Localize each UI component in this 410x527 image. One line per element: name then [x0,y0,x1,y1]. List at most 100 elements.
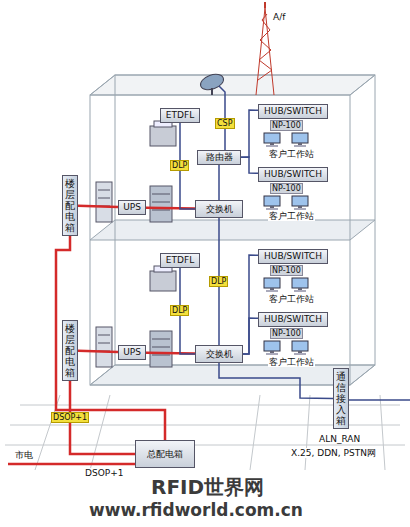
box-text: 总配电箱 [147,449,183,459]
box-text: HUB/SWITCH [264,169,322,179]
main-distribution-box: 总配电箱 [135,440,195,468]
mains-label: 市电 [14,450,34,460]
device-label: NP-100 [270,328,303,339]
data-cable [241,110,258,157]
device-label: NP-100 [270,183,303,194]
box-text: 楼层配电箱 [65,323,75,378]
data-cable [219,363,333,398]
box-text: HUB/SWITCH [264,106,322,116]
building-frame [90,95,350,385]
antenna-tower [256,8,265,95]
hub-box: HUB/SWITCH [258,312,328,327]
box-text: HUB/SWITCH [264,251,322,261]
box-text: 交换机 [206,204,233,214]
box-text: 路由器 [206,152,233,162]
building-frame [90,365,115,385]
ground-grid [250,395,260,470]
ground-grid [380,395,385,470]
watermark: www.rfidworld.com.cn [88,501,304,521]
device-icons [152,355,170,356]
device-icons [150,186,172,222]
power-cable [78,206,118,207]
protector-label: DLP [209,276,228,287]
device-label: NP-100 [270,120,303,131]
building-frame [90,75,115,95]
workstations [264,278,308,292]
device-icons [150,331,172,367]
box-text: ETDFL [166,255,194,265]
wires [8,463,135,466]
distribution-box: 楼层配电箱 [62,320,78,381]
data-cable [241,157,258,173]
device-icons [150,271,176,291]
box-text: 通信接入箱 [336,371,346,426]
device-icons [96,327,112,367]
device-icons [152,339,170,340]
power-cable [78,351,118,352]
building-frame [115,75,375,365]
switch-box: 交换机 [195,200,243,218]
data-cable [243,255,258,354]
device-box: ETDFL [160,108,200,123]
workstations [264,133,308,147]
access-box: 通信接入箱 [333,368,349,429]
hub-box: HUB/SWITCH [258,249,328,264]
protector-label: DSOP+1 [84,468,124,478]
protector-label: DLP [170,305,189,316]
device-icons [150,126,176,146]
protector-label: DSOP+1 [51,412,89,423]
workstation-label: 客户工作站 [268,149,315,159]
box-text: UPS [123,347,141,357]
distribution-box: 楼层配电箱 [62,175,78,236]
device-icons [152,194,170,195]
device-icons [98,190,110,191]
box-text: ETDFL [166,110,194,120]
protector-label: CSP [215,118,235,129]
box-text: 楼层配电箱 [65,178,75,233]
device-icons [96,182,112,222]
ground-grid [90,395,110,470]
box-text: 交换机 [206,349,233,359]
device-icons [152,202,170,203]
ground-grid [305,395,310,470]
switch-box: 交换机 [195,345,243,363]
device-box: ETDFL [160,253,200,268]
ground-grid [5,445,405,446]
watermark: RFID世界网 [150,476,265,499]
building-frame [350,365,375,385]
box-text: HUB/SWITCH [264,314,322,324]
data-cable [218,165,220,200]
hub-box: HUB/SWITCH [258,167,328,182]
satellite-dish [211,88,213,95]
antenna-tower [258,14,272,80]
building-frame [90,75,375,95]
network-label: X.25, DDN, PSTN网 [290,448,377,458]
antenna-tower [264,2,266,8]
device-icons [152,210,170,211]
device-icons [98,335,110,336]
ups-box: UPS [118,200,146,215]
workstation-label: 客户工作站 [268,357,315,367]
data-cable [243,318,258,354]
power-cable [56,236,165,440]
workstations [264,196,308,210]
device-label: NP-100 [270,265,303,276]
workstation-label: 客户工作站 [268,294,315,304]
building-frame [90,75,375,385]
hub-box: HUB/SWITCH [258,104,328,119]
antenna-label: A/f [272,12,286,22]
router-box: 路由器 [197,150,241,165]
device-icons [152,347,170,348]
line-label: ALN_RAN [318,434,361,444]
building-frame [90,220,375,240]
device-icons [98,343,110,344]
box-text: UPS [123,202,141,212]
device-icons [98,198,110,199]
wires [349,399,410,401]
satellite-dish [198,71,225,150]
ups-box: UPS [118,345,146,360]
building-frame [350,75,375,95]
workstations [264,341,308,355]
device-icons [96,121,176,367]
